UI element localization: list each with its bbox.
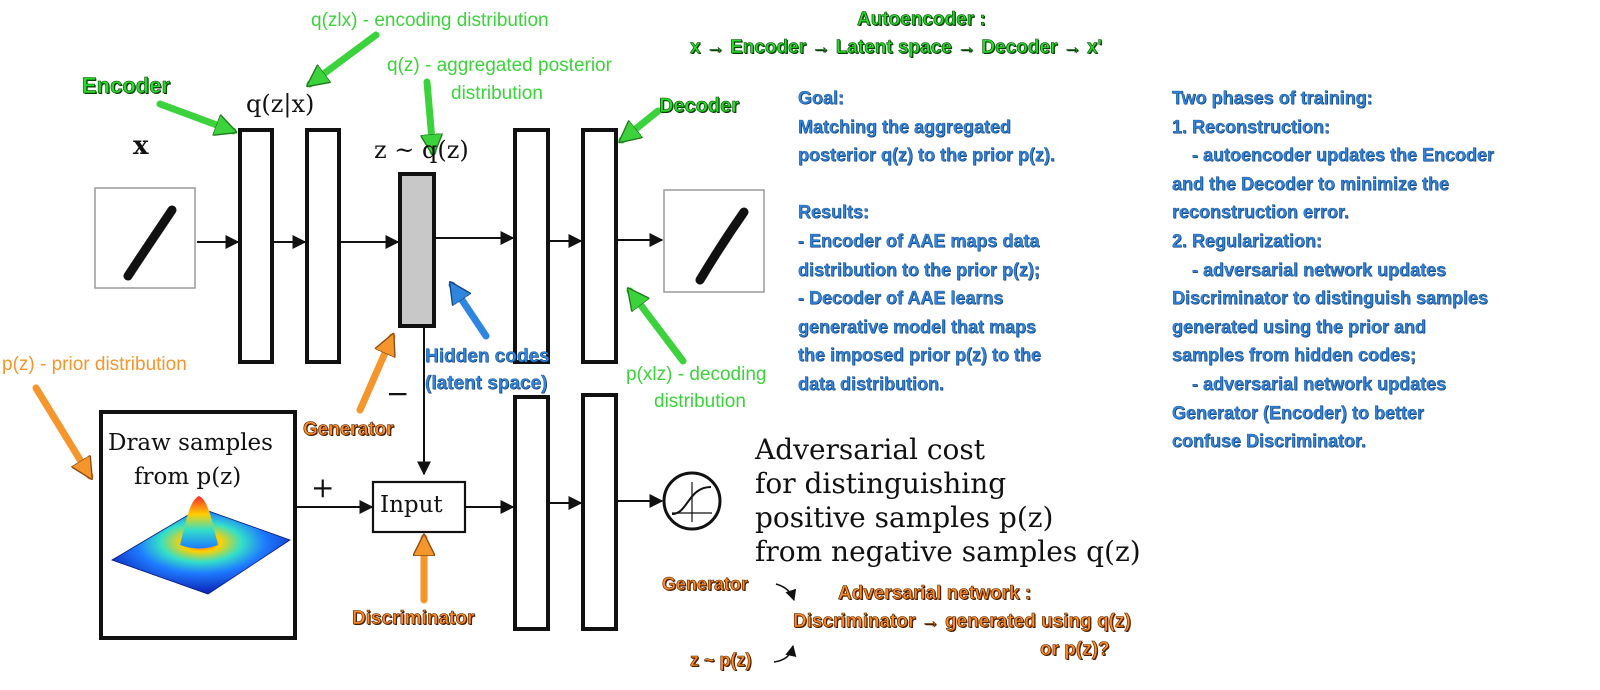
goal-line: distribution to the prior p(z); — [798, 259, 1040, 280]
training-line: Generator (Encoder) to better — [1172, 402, 1425, 423]
generator-curve-arrow — [775, 583, 797, 602]
training-line: - adversarial network updates — [1172, 373, 1447, 394]
training-line: confuse Discriminator. — [1172, 431, 1367, 452]
training-line: Two phases of training: — [1172, 88, 1373, 108]
adversarial-network-title: Adversarial network : — [838, 583, 1032, 605]
sigmoid-icon — [662, 471, 722, 531]
hidden-codes-label-2: (latent space) — [425, 373, 548, 394]
adversarial-cost-line-3: positive samples p(z) — [755, 501, 1054, 534]
decoding-distribution-label-2: distribution — [654, 391, 746, 412]
encoding-distribution-label: q(zlx) - encoding distribution — [311, 10, 549, 31]
goal-line: the imposed prior p(z) to the — [798, 345, 1041, 366]
discriminator-layer-1 — [513, 395, 550, 631]
draw-samples-text-2: from p(z) — [134, 464, 242, 490]
goal-line: Results: — [798, 202, 870, 223]
adversarial-cost-line-1: Adversarial cost — [755, 433, 986, 466]
encoder-posterior-symbol: q(z|x) — [246, 90, 315, 118]
decoder-layer-1 — [513, 128, 550, 364]
training-line: and the Decoder to minimize the — [1172, 173, 1450, 194]
minus-sign: − — [386, 377, 410, 410]
output-digit-image — [663, 189, 765, 293]
autoencoder-title: Autoencoder : — [857, 9, 986, 31]
goal-line: - Decoder of AAE learns — [798, 288, 1004, 309]
goal-line: posterior q(z) to the prior p(z). — [798, 145, 1055, 166]
plus-sign: + — [311, 471, 335, 504]
latent-code — [398, 172, 436, 328]
goal-line: generative model that maps — [798, 316, 1037, 337]
decoder-label: Decoder — [659, 95, 740, 118]
training-line: 1. Reconstruction: — [1172, 116, 1331, 137]
orange-pointer-arrows — [32, 337, 424, 604]
adversarial-cost-line-2: for distinguishing — [755, 467, 1007, 500]
decoder-layer-2 — [581, 128, 618, 364]
training-line: 2. Regularization: — [1172, 230, 1323, 251]
goal-line: data distribution. — [798, 373, 944, 394]
input-label: Input — [380, 492, 443, 518]
latent-sample-symbol: z ~ q(z) — [374, 136, 469, 164]
goal-line: Matching the aggregated — [798, 116, 1012, 137]
goal-results-text: Goal: Matching the aggregated posterior … — [798, 84, 1055, 399]
input-digit-image — [94, 187, 196, 289]
decoding-distribution-label: p(xlz) - decoding — [626, 364, 767, 385]
draw-samples-text: Draw samples — [108, 430, 273, 456]
pipeline-arrows — [197, 231, 664, 514]
training-line: - autoencoder updates the Encoder — [1172, 145, 1495, 166]
training-line: samples from hidden codes; — [1172, 345, 1417, 366]
training-line: - adversarial network updates — [1172, 259, 1447, 280]
hidden-codes-label: Hidden codes — [425, 346, 550, 367]
encoder-layer-2 — [305, 128, 341, 364]
goal-line: Goal: — [798, 88, 845, 108]
generator-label: Generator — [303, 419, 394, 441]
aggregated-posterior-label-2: distribution — [451, 83, 543, 104]
adversarial-network-line-2: or p(z)? — [1040, 639, 1110, 661]
blue-pointer-arrow — [448, 285, 490, 340]
adv-generator-label: Generator — [662, 574, 749, 595]
training-line: Discriminator to distinguish samples — [1172, 288, 1489, 309]
encoder-layer-1 — [238, 128, 274, 364]
goal-line — [798, 170, 1055, 199]
encoder-label: Encoder — [82, 73, 171, 98]
aggregated-posterior-label: q(z) - aggregated posterior — [387, 55, 612, 76]
discriminator-layer-2 — [581, 393, 618, 631]
input-box — [371, 480, 467, 534]
x-input-symbol: x — [133, 131, 149, 161]
autoencoder-pipeline: x → Encoder → Latent space → Decoder → x… — [690, 37, 1103, 59]
prior-distribution-label: p(z) - prior distribution — [2, 354, 187, 375]
training-phases-text: Two phases of training: 1. Reconstructio… — [1172, 84, 1494, 456]
training-line: reconstruction error. — [1172, 202, 1350, 223]
goal-line: - Encoder of AAE maps data — [798, 230, 1040, 251]
adversarial-network-line: Discriminator → generated using q(z) — [793, 611, 1131, 633]
zp-curve-arrow — [773, 644, 797, 663]
adversarial-cost-line-4: from negative samples q(z) — [755, 535, 1141, 568]
training-line: generated using the prior and — [1172, 316, 1427, 337]
discriminator-label: Discriminator — [352, 608, 475, 630]
prior-sample-label: z ~ p(z) — [690, 650, 752, 671]
green-pointer-arrows — [156, 31, 687, 365]
prior-sample-box — [99, 410, 297, 640]
